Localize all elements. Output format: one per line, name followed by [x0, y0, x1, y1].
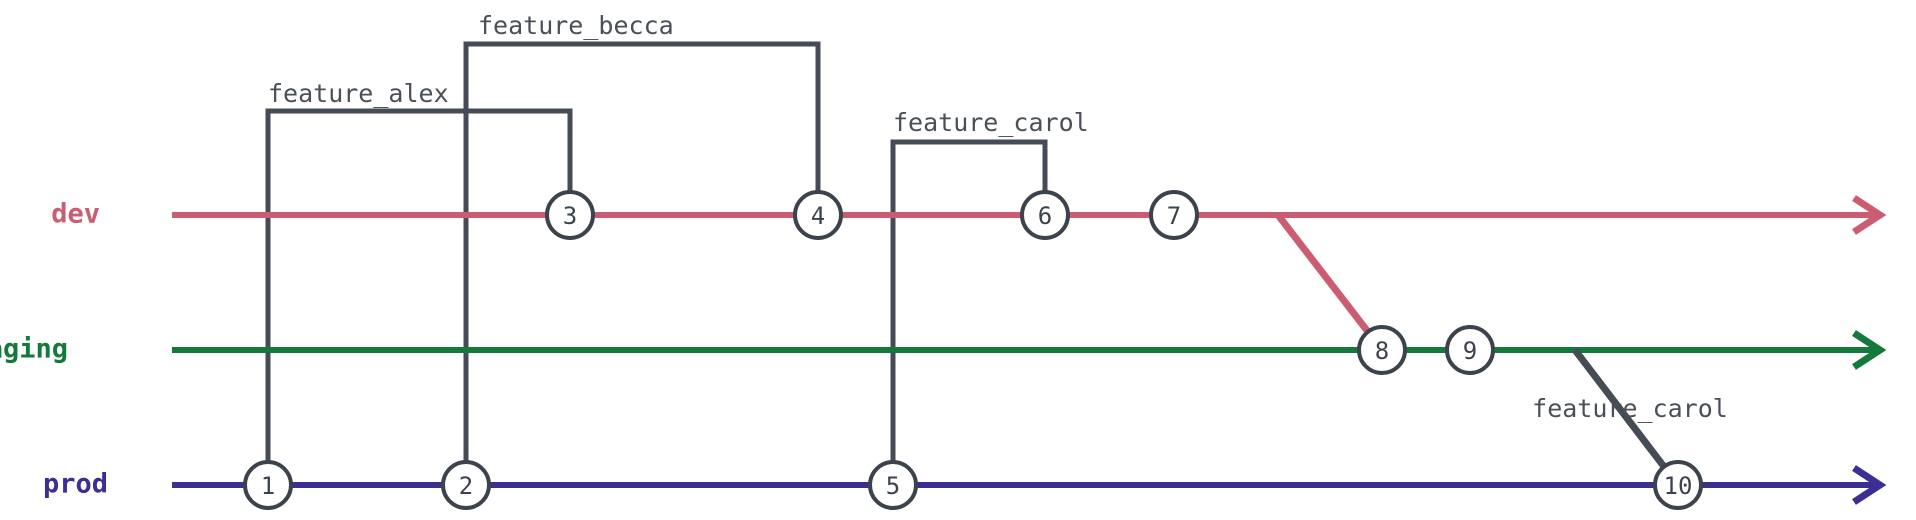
feature-branch-label-feature-alex: feature_alex	[268, 79, 449, 108]
commit-circle-5	[868, 460, 918, 510]
merge-lines	[1275, 212, 1385, 353]
branch-label-dev: dev	[51, 199, 100, 230]
diagonal-branch-lines	[1572, 347, 1681, 488]
commit-node-2[interactable]: 2	[441, 460, 491, 510]
branch-arrow-staging	[1852, 330, 1887, 370]
feature-branch-label-feature-carol-dev: feature_carol	[893, 108, 1089, 137]
commit-number-6: 6	[1038, 202, 1052, 230]
commit-circle-6	[1020, 190, 1070, 240]
feature-branch-label-feature-carol-prod: feature_carol	[1532, 394, 1728, 423]
commit-node-6[interactable]: 6	[1020, 190, 1070, 240]
commit-number-8: 8	[1375, 337, 1389, 365]
feature-branch-path-feature-alex	[265, 108, 573, 485]
commit-node-8[interactable]: 8	[1357, 325, 1407, 375]
commit-node-1[interactable]: 1	[243, 460, 293, 510]
commit-node-5[interactable]: 5	[868, 460, 918, 510]
commit-number-9: 9	[1463, 337, 1477, 365]
branch-lines	[172, 195, 1887, 505]
commit-circle-2	[441, 460, 491, 510]
commit-node-4[interactable]: 4	[793, 190, 843, 240]
merge-line-dev-to-staging	[1275, 212, 1385, 353]
diagonal-branch-line-feature-carol-prod	[1572, 347, 1681, 488]
commit-circle-4	[793, 190, 843, 240]
commit-circle-9	[1445, 325, 1495, 375]
commit-circle-10	[1653, 460, 1703, 510]
text-labels: devstagingprodfeature_carolfeature_alexf…	[0, 11, 1728, 500]
commit-number-7: 7	[1167, 202, 1181, 230]
commit-number-5: 5	[886, 472, 900, 500]
feature-branch-label-feature-becca: feature_becca	[478, 11, 674, 40]
commit-nodes: 1 2 3 4 5 6 7 8 9 10	[243, 190, 1703, 510]
feature-branch-path-feature-becca	[463, 41, 821, 485]
commit-circle-1	[243, 460, 293, 510]
commit-number-10: 10	[1664, 472, 1693, 500]
branch-arrow-dev	[1852, 195, 1887, 235]
commit-circle-3	[545, 190, 595, 240]
feature-branch-paths	[265, 41, 1048, 485]
commit-number-4: 4	[811, 202, 825, 230]
commit-number-1: 1	[261, 472, 275, 500]
feature-branch-path-feature-carol-dev	[890, 139, 1048, 485]
commit-number-3: 3	[563, 202, 577, 230]
commit-node-10[interactable]: 10	[1653, 460, 1703, 510]
commit-node-9[interactable]: 9	[1445, 325, 1495, 375]
commit-node-3[interactable]: 3	[545, 190, 595, 240]
commit-circle-7	[1149, 190, 1199, 240]
branch-label-prod: prod	[43, 469, 108, 500]
branch-arrow-prod	[1852, 465, 1887, 505]
branch-label-staging: staging	[0, 334, 68, 365]
commit-node-7[interactable]: 7	[1149, 190, 1199, 240]
commit-circle-8	[1357, 325, 1407, 375]
commit-number-2: 2	[459, 472, 473, 500]
